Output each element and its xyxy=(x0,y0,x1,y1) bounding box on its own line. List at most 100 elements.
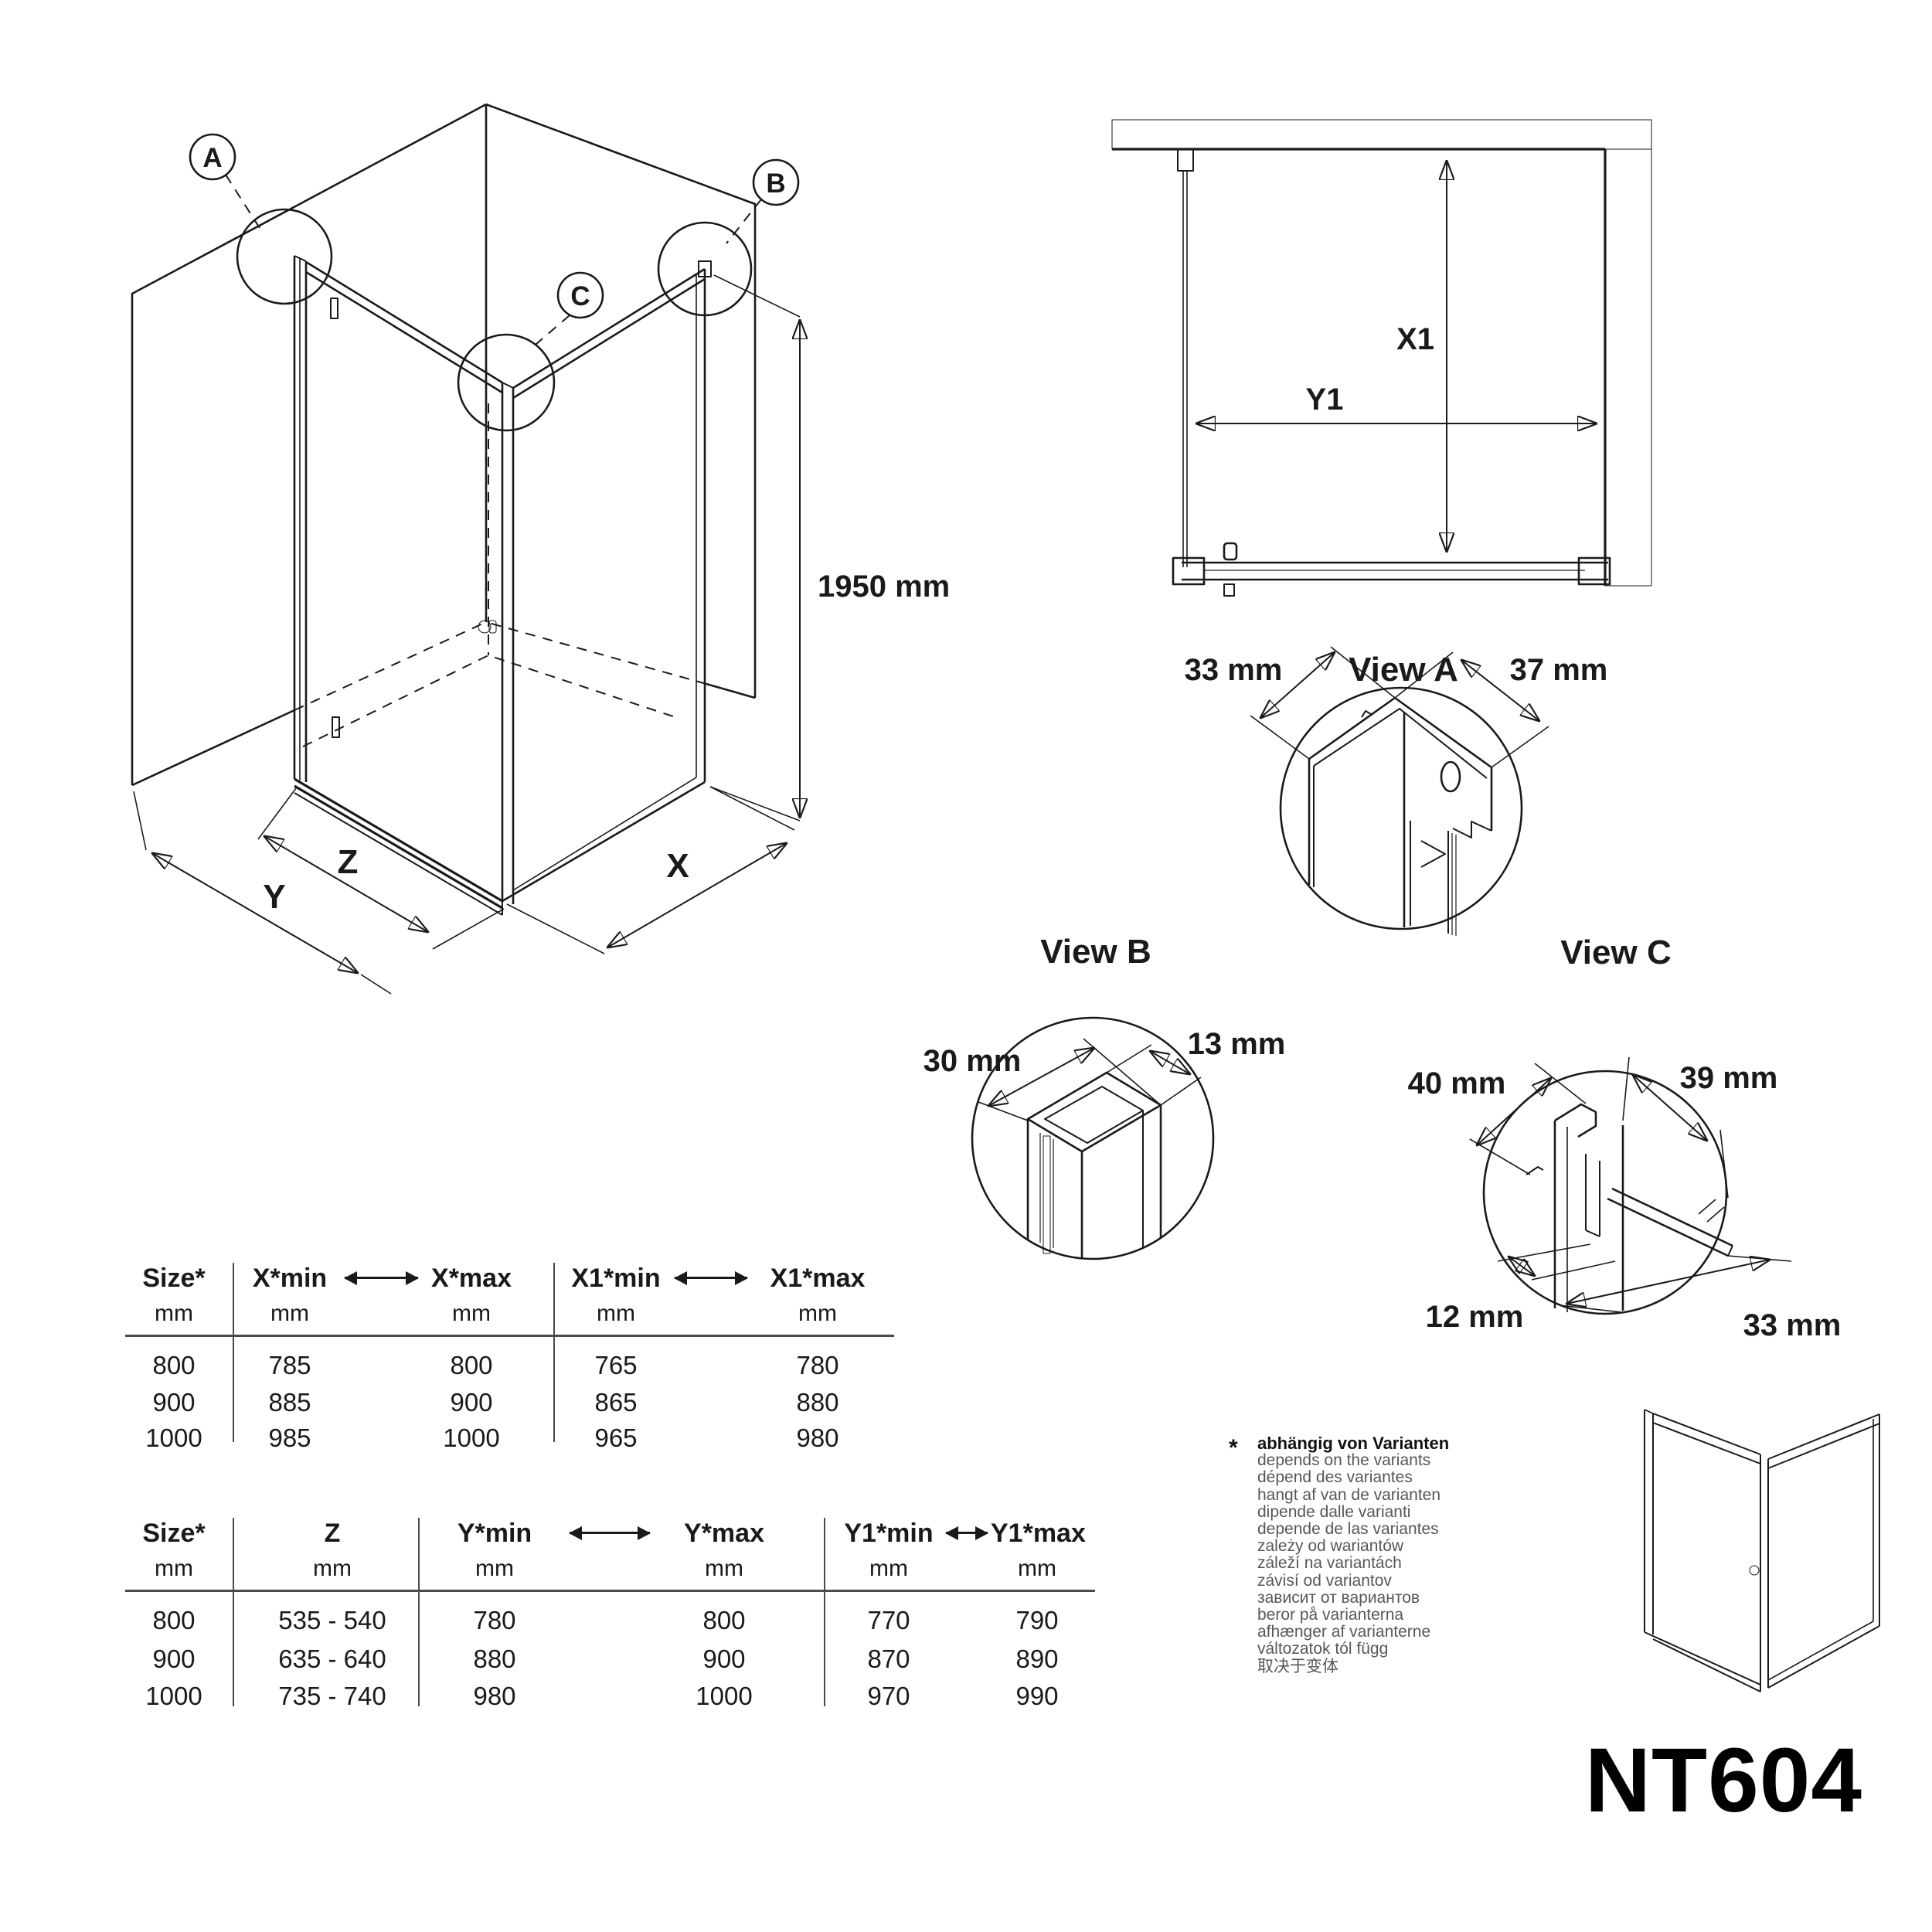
callout-c-label: C xyxy=(570,281,590,311)
detail-view-b: 30 mm 13 mm xyxy=(923,1016,1286,1260)
table-rule xyxy=(125,1335,894,1337)
table-cell: 965 xyxy=(594,1423,638,1452)
table-cell: 900 xyxy=(450,1388,493,1417)
detail-view-c: 40 mm 39 mm 12 mm 33 mm xyxy=(1408,1056,1842,1342)
table-cell: 1000 xyxy=(443,1423,500,1452)
callout-b-circle xyxy=(752,158,800,206)
table-cell: 980 xyxy=(473,1682,516,1710)
dim-30mm: 30 mm xyxy=(923,1044,1022,1078)
col-header: Y1*max xyxy=(991,1519,1086,1548)
table-y-dimensions: Size* Z Y*min Y*max Y1*min Y1*max mm mm … xyxy=(116,1516,1097,1717)
unit-label: mm xyxy=(155,1301,193,1326)
table-cell: 890 xyxy=(1015,1645,1059,1673)
table-divider xyxy=(233,1263,234,1442)
detail-c-profile xyxy=(1526,1103,1733,1312)
detail-a-hole xyxy=(1440,760,1461,793)
table-cell: 900 xyxy=(702,1645,746,1673)
view-c-caption: View C xyxy=(1560,934,1672,971)
col-header: Z xyxy=(324,1519,341,1548)
dim-y: Y xyxy=(263,878,285,916)
dim-1950: 1950 mm xyxy=(818,570,950,604)
plan-view: X1 Y1 xyxy=(1111,119,1652,597)
callout-a-label: A xyxy=(202,143,222,173)
room-walls xyxy=(131,103,757,787)
door-handle-knob xyxy=(478,620,492,634)
table-cell: 735 - 740 xyxy=(278,1682,386,1710)
view-b-caption: View B xyxy=(1040,933,1151,971)
dim-z: Z xyxy=(338,843,359,881)
plan-walls xyxy=(1111,119,1652,587)
table-cell: 990 xyxy=(1015,1682,1059,1710)
detail-view-a: 33 mm 37 mm xyxy=(1185,646,1608,936)
thumb-handle-knob xyxy=(1749,1565,1760,1576)
table-cell: 1000 xyxy=(696,1682,753,1710)
col-header: X1*min xyxy=(571,1264,661,1293)
x-dimension: X xyxy=(506,786,795,954)
footnote-line: változatok tól függ xyxy=(1257,1640,1389,1658)
detail-b-ring xyxy=(657,221,753,317)
footnote-line: зависит от вариантов xyxy=(1257,1588,1420,1607)
height-dimension: 1950 mm xyxy=(709,274,950,821)
unit-label: mm xyxy=(270,1301,309,1326)
footnote-line: zależy od wariantów xyxy=(1257,1537,1404,1556)
detail-a-ring xyxy=(236,208,333,305)
footnote-line: závisí od variantov xyxy=(1257,1571,1392,1590)
plan-door-handle xyxy=(1223,542,1238,561)
table-cell: 765 xyxy=(594,1351,638,1379)
table-cell: 970 xyxy=(867,1682,910,1710)
table-cell: 885 xyxy=(268,1388,311,1417)
plan-side-panel xyxy=(1177,148,1194,567)
table-cell: 770 xyxy=(867,1606,910,1634)
col-header: X1*max xyxy=(770,1264,866,1293)
dim-x: X xyxy=(666,847,689,885)
unit-label: mm xyxy=(597,1301,635,1326)
detail-a-dimensions: 33 mm 37 mm xyxy=(1185,646,1608,768)
table-divider xyxy=(824,1518,825,1706)
dim-33mm-c: 33 mm xyxy=(1743,1308,1842,1342)
y-dimension: Y xyxy=(133,791,392,995)
footnote-line: hangt af van de varianten xyxy=(1257,1485,1441,1504)
z-dimension: Z xyxy=(257,787,505,950)
col-header: Size* xyxy=(142,1264,206,1293)
callout-a-circle xyxy=(189,133,236,181)
dim-12mm: 12 mm xyxy=(1426,1300,1524,1334)
detail-c-circle xyxy=(1482,1070,1728,1315)
pivot-door-panel xyxy=(293,255,515,916)
product-thumbnail xyxy=(1644,1409,1880,1692)
footnote-line: depende de las variantes xyxy=(1257,1520,1439,1539)
dim-37mm-a: 37 mm xyxy=(1510,653,1608,687)
col-header: Y*max xyxy=(684,1519,764,1548)
footnote-line: dipende dalle varianti xyxy=(1257,1502,1411,1521)
dim-40mm: 40 mm xyxy=(1408,1066,1506,1100)
table-cell: 800 xyxy=(450,1351,493,1379)
side-panel xyxy=(502,260,712,903)
detail-callouts: A B C xyxy=(189,133,800,432)
footnote-line: depends on the variants xyxy=(1257,1451,1431,1470)
table-cell: 790 xyxy=(1015,1606,1059,1634)
unit-label: mm xyxy=(705,1556,743,1581)
footnote-line: beror på varianterna xyxy=(1257,1606,1404,1624)
footnote-line: 取决于变体 xyxy=(1257,1657,1338,1675)
footnote-asterisk: * xyxy=(1229,1435,1238,1461)
table-cell: 985 xyxy=(268,1423,311,1452)
table-cell: 1000 xyxy=(145,1682,202,1710)
col-header: X*max xyxy=(431,1264,512,1293)
unit-label: mm xyxy=(475,1556,514,1581)
dim-y1: Y1 xyxy=(1306,383,1344,417)
detail-a-profile xyxy=(1308,696,1493,936)
thumb-door xyxy=(1644,1409,1769,1692)
unit-label: mm xyxy=(313,1556,352,1581)
table-cell: 800 xyxy=(152,1351,196,1379)
table-cell: 780 xyxy=(473,1606,516,1634)
col-header: Y1*min xyxy=(844,1519,934,1548)
detail-b-dimensions: 30 mm 13 mm xyxy=(923,1027,1286,1121)
dim-13mm: 13 mm xyxy=(1188,1027,1286,1061)
dim-39mm: 39 mm xyxy=(1680,1061,1778,1095)
model-number: NT604 xyxy=(1584,1730,1862,1832)
range-arrow-icon xyxy=(674,1270,748,1285)
col-header: Size* xyxy=(142,1519,206,1548)
unit-label: mm xyxy=(155,1556,193,1581)
table-cell: 635 - 640 xyxy=(278,1645,386,1673)
detail-b-profile xyxy=(1026,1071,1162,1258)
table-cell: 800 xyxy=(702,1606,746,1634)
